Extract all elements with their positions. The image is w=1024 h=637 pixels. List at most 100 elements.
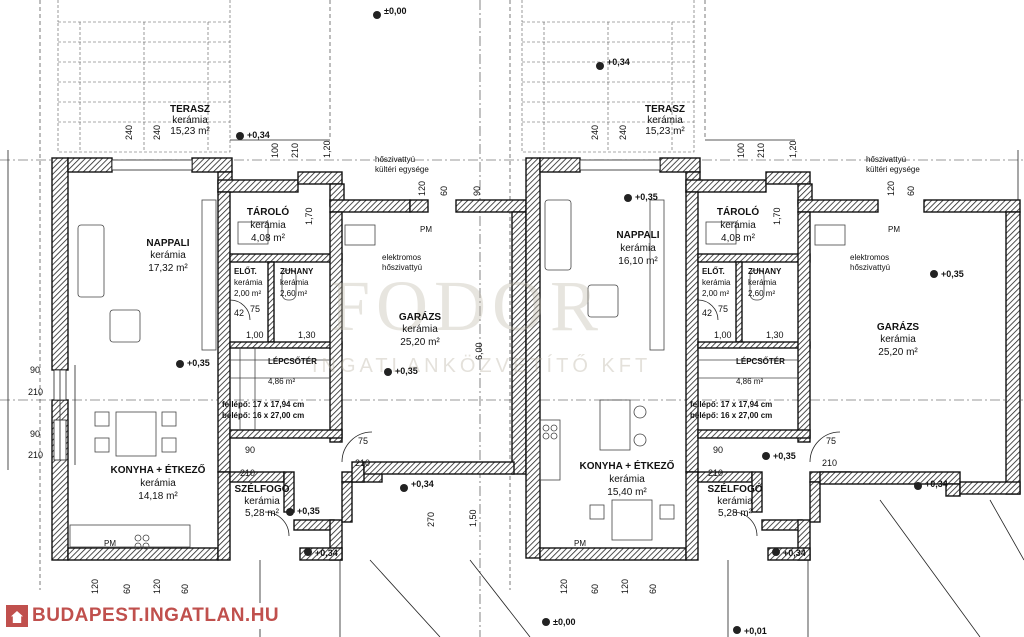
stair-area-left: 4,86 m² [268, 377, 295, 386]
svg-text:60: 60 [439, 186, 449, 196]
kitchen-area-left: 14,18 m² [138, 491, 178, 502]
svg-text:PM: PM [420, 225, 432, 234]
garage-finish-left: kerámia [402, 324, 438, 335]
svg-text:PM: PM [574, 539, 586, 548]
svg-text:90: 90 [472, 186, 482, 196]
svg-text:1,70: 1,70 [304, 207, 314, 225]
svg-text:1,70: 1,70 [772, 207, 782, 225]
terrace-area-left: 15,23 m² [170, 126, 210, 137]
vestibule-name-right: SZÉLFOGÓ [708, 482, 763, 495]
house-logo-icon [6, 605, 28, 627]
shower-area-right: 2,60 m² [748, 289, 775, 298]
heatpump-el-right-1: elektromos [850, 253, 889, 262]
elevation-marker-icon [286, 508, 294, 516]
elevation-marker-icon [384, 368, 392, 376]
elevation-marker-icon [914, 482, 922, 490]
heatpump-el-left-2: hőszivattyú [382, 263, 422, 272]
pergola-right [521, 0, 695, 153]
vestibule-area-left: 5,28 m² [245, 508, 280, 519]
terrace-finish-right: kerámia [647, 115, 683, 126]
svg-text:1,50: 1,50 [468, 509, 478, 527]
storage-area-left: 4,08 m² [251, 233, 286, 244]
svg-text:210: 210 [756, 143, 766, 158]
svg-text:90: 90 [30, 365, 40, 375]
stair-area-right: 4,86 m² [736, 377, 763, 386]
stair-name-left: LÉPCSŐTÉR [268, 357, 317, 366]
shower-finish-right: kerámia [748, 278, 777, 287]
storage-name-right: TÁROLÓ [717, 205, 759, 218]
svg-text:60: 60 [906, 186, 916, 196]
svg-text:240: 240 [590, 125, 600, 140]
storage-finish-left: kerámia [250, 220, 286, 231]
hall-area-right: 2,00 m² [702, 289, 729, 298]
hall-finish-right: kerámia [702, 278, 731, 287]
elevation-marker-icon [624, 194, 632, 202]
kitchen-finish-right: kerámia [609, 474, 645, 485]
storage-area-right: 4,08 m² [721, 233, 756, 244]
svg-text:210: 210 [28, 450, 43, 460]
heatpump-outdoor-left-2: kültéri egysége [375, 165, 429, 174]
svg-text:60: 60 [122, 584, 132, 594]
heatpump-el-right-2: hőszivattyú [850, 263, 890, 272]
svg-text:120: 120 [90, 579, 100, 594]
elev-entry-right-c: +0,34 [783, 548, 806, 558]
vestibule-finish-right: kerámia [717, 496, 753, 507]
living-area-left: 17,32 m² [148, 263, 188, 274]
elevation-marker-icon [373, 11, 381, 19]
shower-name-left: ZUHANY [280, 267, 314, 276]
elev-entry-left-b: +0,35 [297, 506, 320, 516]
svg-text:120: 120 [886, 181, 896, 196]
svg-text:210: 210 [290, 143, 300, 158]
heatpump-outdoor-left-1: hőszivattyú [375, 155, 415, 164]
elevation-marker-icon [400, 484, 408, 492]
elevation-marker-icon [176, 360, 184, 368]
svg-text:PM: PM [104, 539, 116, 548]
stair-step-left-1: fellépő: 17 x 17,94 cm [222, 400, 304, 409]
doors [229, 299, 1024, 637]
elevation-marker-icon [596, 62, 604, 70]
hall-finish-left: kerámia [234, 278, 263, 287]
windows [53, 159, 661, 465]
svg-text:90: 90 [245, 445, 255, 455]
svg-text:1,30: 1,30 [298, 330, 316, 340]
svg-text:120: 120 [152, 579, 162, 594]
hall-name-right: ELŐT. [702, 267, 725, 276]
terrace-area-right: 15,23 m² [645, 126, 685, 137]
terrace-name-left: TERASZ [170, 104, 210, 115]
svg-text:120: 120 [559, 579, 569, 594]
stair-step-left-2: belépő: 16 x 27,00 cm [222, 411, 304, 420]
shower-finish-left: kerámia [280, 278, 309, 287]
elev-terrace-left: +0,34 [247, 130, 270, 140]
svg-text:240: 240 [124, 125, 134, 140]
elev-entry-right-b: +0,34 [925, 479, 948, 489]
elev-entry-left-c: +0,34 [315, 548, 338, 558]
stair-name-right: LÉPCSŐTÉR [736, 357, 785, 366]
site-logo[interactable]: BUDAPEST.INGATLAN.HU [6, 603, 284, 629]
elevation-markers: ±0,00 +0,34 +0,34 +0,35 +0,35 +0,35 +0,3… [176, 6, 964, 636]
svg-text:100: 100 [270, 143, 280, 158]
elev-entry-right-a: +0,35 [773, 451, 796, 461]
kitchen-name-right: KONYHA + ÉTKEZŐ [580, 459, 675, 472]
svg-text:42: 42 [234, 308, 244, 318]
svg-text:90: 90 [30, 429, 40, 439]
svg-text:210: 210 [355, 458, 370, 468]
right-room-labels: TERASZ kerámia 15,23 m² NAPPALI kerámia … [580, 104, 921, 519]
vestibule-name-left: SZÉLFOGÓ [235, 482, 290, 495]
storage-finish-right: kerámia [720, 220, 756, 231]
svg-text:75: 75 [358, 436, 368, 446]
heatpump-el-left-1: elektromos [382, 253, 421, 262]
svg-text:60: 60 [180, 584, 190, 594]
garage-name-left: GARÁZS [399, 310, 442, 323]
elev-top-left: ±0,00 [384, 6, 406, 16]
shower-name-right: ZUHANY [748, 267, 782, 276]
svg-text:75: 75 [250, 304, 260, 314]
svg-text:75: 75 [718, 304, 728, 314]
svg-text:210: 210 [28, 387, 43, 397]
svg-text:210: 210 [708, 468, 723, 478]
watermark: FODOR INGATLANKÖZVETÍTŐ KFT [312, 266, 647, 377]
terrace-finish-left: kerámia [172, 115, 208, 126]
svg-text:210: 210 [240, 468, 255, 478]
elevation-marker-icon [236, 132, 244, 140]
watermark-brand: FODOR [330, 266, 604, 346]
